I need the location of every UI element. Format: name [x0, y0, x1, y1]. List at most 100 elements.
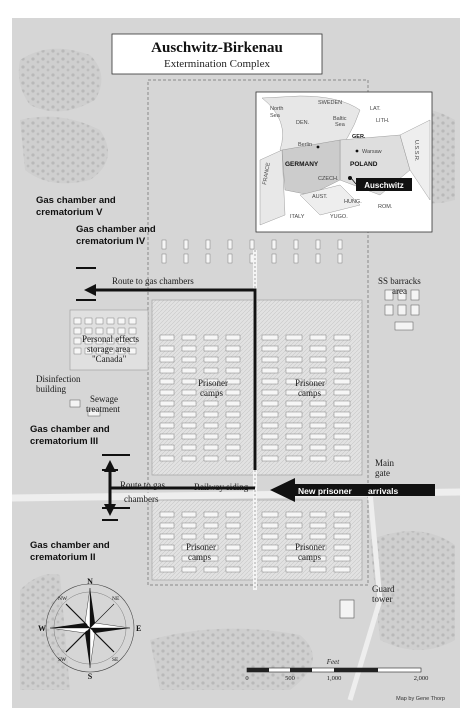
barrack-building — [225, 422, 241, 429]
barrack-building — [261, 400, 279, 407]
barrack-building — [225, 378, 241, 385]
barrack-building — [337, 239, 343, 250]
barrack-building — [181, 566, 197, 573]
barrack-building — [309, 433, 327, 440]
inset-yugo: YUGO. — [330, 214, 348, 220]
barrack-building — [285, 411, 303, 418]
route-to-gas-chambers-upper — [84, 284, 257, 470]
barrack-building — [225, 411, 241, 418]
barrack-building — [337, 253, 343, 264]
inset-sweden: SWEDEN — [318, 100, 342, 106]
barrack-building — [261, 334, 279, 341]
label-railway-siding: Railway siding — [194, 482, 249, 492]
compass-nw: NW — [58, 596, 68, 602]
barrack-building — [261, 422, 279, 429]
barrack-building — [161, 253, 167, 264]
barrack-building — [271, 239, 277, 250]
title-box: Auschwitz-Birkenau Extermination Complex — [111, 33, 323, 75]
barrack-building — [285, 555, 303, 562]
barrack-building — [333, 389, 351, 396]
barrack-building — [128, 317, 137, 325]
compass-e: E — [136, 624, 141, 633]
barrack-building — [203, 422, 219, 429]
barrack-building — [309, 544, 327, 551]
inset-poland: POLAND — [350, 161, 378, 168]
barrack-building — [203, 533, 219, 540]
barrack-building — [261, 511, 279, 518]
barrack-building — [261, 345, 279, 352]
barrack-building — [285, 345, 303, 352]
barrack-building — [261, 566, 279, 573]
inset-italy: ITALY — [290, 214, 305, 220]
barrack-building — [315, 253, 321, 264]
barrack-building — [225, 566, 241, 573]
barrack-building — [309, 522, 327, 529]
scale-tick-1000: 1,000 — [327, 675, 342, 682]
barrack-building — [261, 356, 279, 363]
barrack-building — [159, 378, 175, 385]
barrack-building — [333, 455, 351, 462]
barrack-building — [203, 455, 219, 462]
barrack-building — [183, 253, 189, 264]
barrack-building — [183, 239, 189, 250]
barrack-building — [203, 544, 219, 551]
barrack-building — [73, 317, 82, 325]
barrack-building — [333, 367, 351, 374]
scale-unit: Feet — [326, 658, 340, 666]
barrack-building — [309, 511, 327, 518]
barrack-building — [181, 378, 197, 385]
barrack-building — [309, 334, 327, 341]
scale-tick-0: 0 — [245, 675, 248, 682]
inset-auschwitz-label: Auschwitz — [364, 181, 404, 190]
barrack-building — [159, 511, 175, 518]
barrack-building — [285, 378, 303, 385]
barrack-building — [181, 522, 197, 529]
barrack-building — [333, 544, 351, 551]
barrack-building — [181, 433, 197, 440]
barrack-building — [225, 444, 241, 451]
barrack-building — [333, 334, 351, 341]
barrack-building — [159, 411, 175, 418]
barrack-building — [261, 544, 279, 551]
barrack-building — [293, 239, 299, 250]
barrack-building — [285, 455, 303, 462]
compass-ne: NE — [112, 596, 120, 602]
barrack-building — [159, 566, 175, 573]
barrack-building — [261, 555, 279, 562]
barrack-building — [203, 511, 219, 518]
barrack-building — [225, 511, 241, 518]
barrack-building — [203, 566, 219, 573]
barrack-building — [309, 378, 327, 385]
barrack-building — [285, 422, 303, 429]
barrack-building — [285, 334, 303, 341]
barrack-building — [128, 327, 137, 335]
barrack-building — [161, 239, 167, 250]
barrack-building — [205, 239, 211, 250]
map-subtitle: Extermination Complex — [164, 58, 271, 70]
barrack-building — [285, 566, 303, 573]
compass-se: SE — [112, 657, 119, 663]
scale-tick-2000: 2,000 — [414, 675, 429, 682]
map-title: Auschwitz-Birkenau — [151, 40, 283, 56]
barrack-building — [181, 455, 197, 462]
barrack-building — [309, 356, 327, 363]
inset-warsaw: Warsaw — [362, 149, 382, 155]
barrack-building — [117, 327, 126, 335]
barrack-building — [309, 444, 327, 451]
barrack-building — [333, 378, 351, 385]
barrack-building — [84, 337, 93, 345]
barrack-building — [225, 522, 241, 529]
barrack-building — [225, 356, 241, 363]
barrack-building — [95, 317, 104, 325]
barrack-building — [203, 334, 219, 341]
